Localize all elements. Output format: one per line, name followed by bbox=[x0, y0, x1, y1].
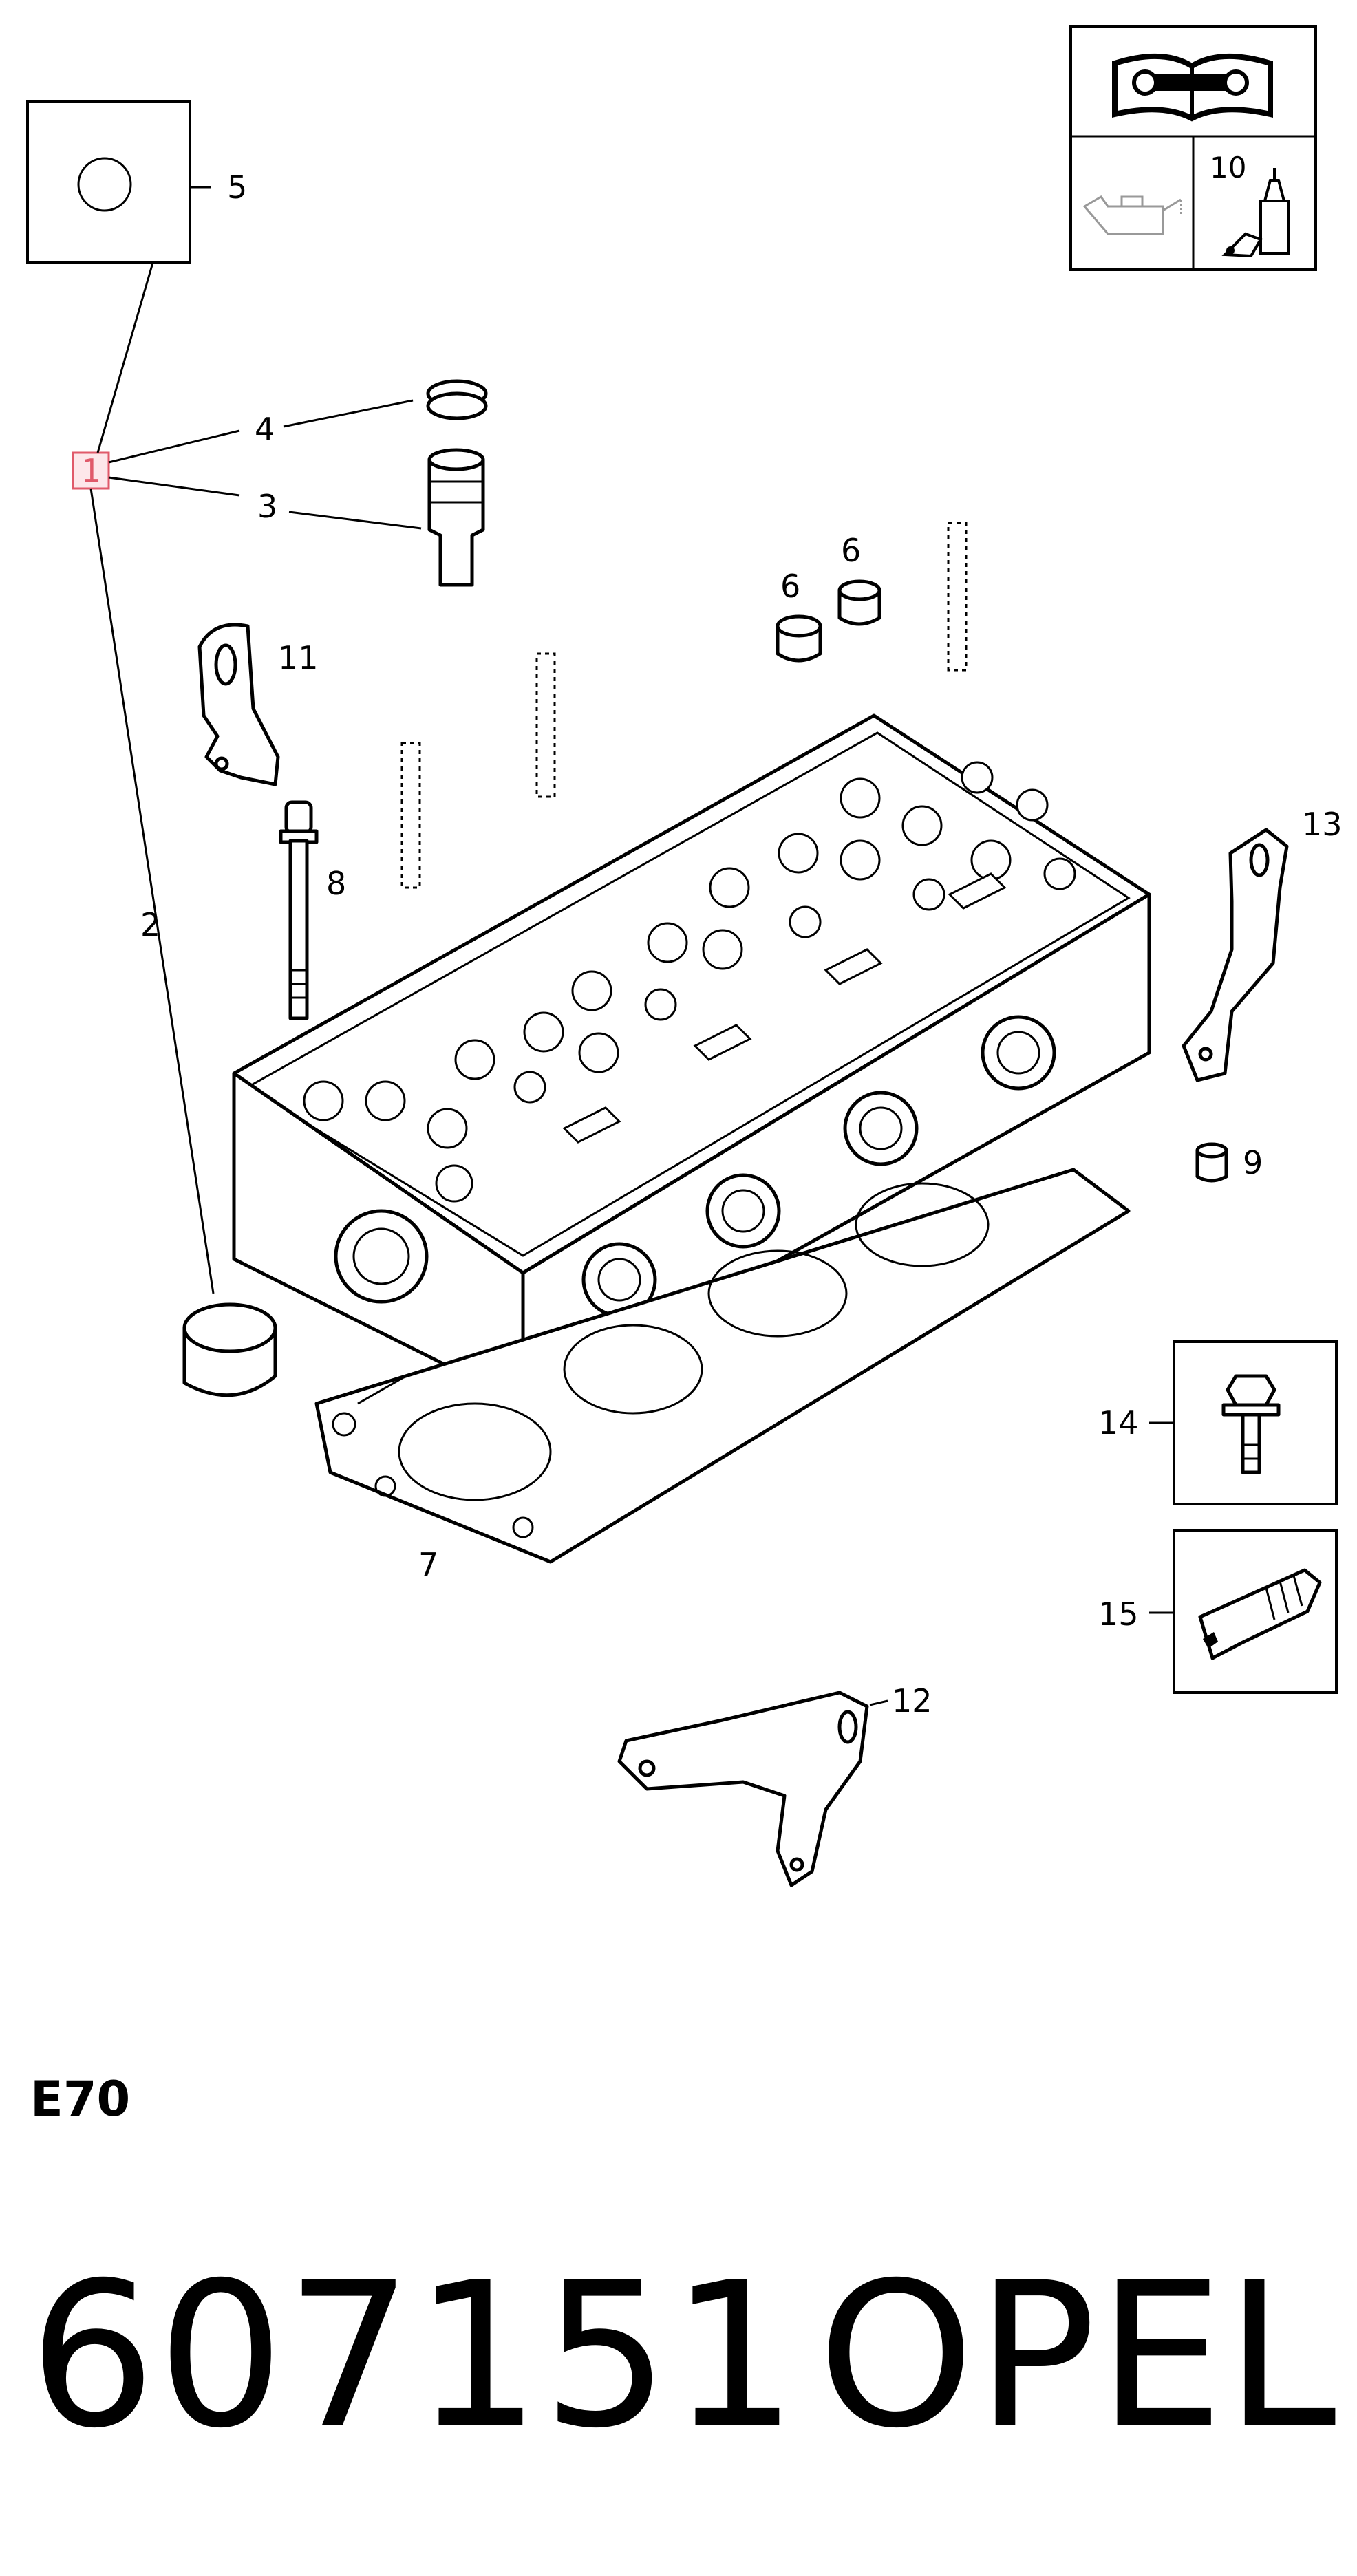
callout-8: 8 bbox=[326, 865, 346, 902]
legend-box: 10 bbox=[1069, 25, 1317, 271]
part-8-bolt bbox=[279, 800, 319, 1020]
part-15-box bbox=[1149, 1529, 1338, 1694]
callout-2: 2 bbox=[140, 906, 160, 943]
sealant-tube-icon: 10 bbox=[1210, 151, 1290, 258]
callout-10: 10 bbox=[1210, 151, 1246, 184]
callout-9: 9 bbox=[1243, 1144, 1263, 1181]
callout-6a: 6 bbox=[780, 568, 800, 605]
assembly-callout-1: 1 bbox=[72, 262, 422, 1294]
callout-3: 3 bbox=[257, 488, 277, 525]
studs bbox=[400, 522, 968, 889]
callout-5: 5 bbox=[227, 169, 247, 206]
part-7-gasket bbox=[314, 1168, 1131, 1564]
callout-4: 4 bbox=[255, 411, 275, 448]
part-6-guides bbox=[776, 579, 881, 663]
part-2-seal bbox=[182, 1302, 277, 1397]
part-14-box bbox=[1149, 1340, 1338, 1505]
cylinder-head bbox=[232, 713, 1151, 1406]
callout-15: 15 bbox=[1098, 1596, 1139, 1633]
part-4-ring bbox=[426, 379, 488, 420]
exploded-parts-diagram: 10 5 1 4 3 2 bbox=[26, 25, 1343, 1887]
callout-11: 11 bbox=[278, 639, 319, 676]
callout-1: 1 bbox=[81, 452, 101, 489]
callout-14: 14 bbox=[1098, 1404, 1139, 1441]
oil-can-icon bbox=[1082, 195, 1182, 235]
part-13-bracket bbox=[1182, 828, 1289, 1082]
callout-12: 12 bbox=[892, 1682, 932, 1719]
part-number: 607151 bbox=[29, 2240, 800, 2472]
part-5-box: 5 bbox=[26, 100, 247, 264]
part-11-bracket bbox=[197, 623, 280, 786]
workshop-manual-icon bbox=[1112, 53, 1273, 122]
part-9-dowel bbox=[1195, 1142, 1228, 1183]
group-code: E70 bbox=[30, 2071, 131, 2127]
part-12-bracket bbox=[617, 1690, 888, 1887]
callout-7: 7 bbox=[418, 1546, 438, 1583]
callout-13: 13 bbox=[1302, 806, 1343, 843]
part-3-sleeve bbox=[427, 448, 485, 587]
brand-name: OPEL bbox=[818, 2240, 1338, 2472]
callout-6b: 6 bbox=[841, 532, 861, 569]
